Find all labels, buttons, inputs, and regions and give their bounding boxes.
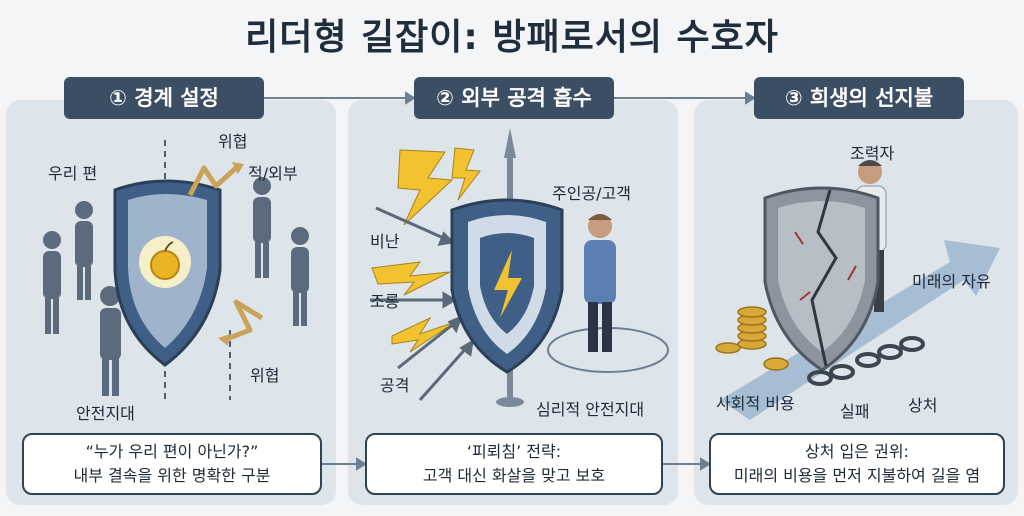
people-our-side — [43, 201, 121, 396]
label-mockery: 조롱 — [370, 292, 400, 311]
label-protagonist: 주인공/고객 — [552, 184, 631, 203]
label-future-freedom: 미래의 자유 — [912, 272, 991, 291]
label-social-cost: 사회적 비용 — [716, 394, 795, 413]
lightning-bolt-icon — [494, 250, 522, 318]
people-outside — [253, 177, 309, 326]
step-header-boundary: ① 경계 설정 — [64, 77, 264, 119]
page-title: 리더형 길잡이: 방패로서의 수호자 — [245, 17, 779, 58]
person-icon — [100, 286, 121, 396]
label-threat-bottom: 위협 — [250, 366, 280, 385]
shield-boundary — [113, 179, 222, 367]
label-criticism: 비난 — [370, 232, 400, 251]
label-safe-zone: 안전지대 — [76, 404, 135, 423]
person-icon — [43, 231, 61, 334]
caption-line: 내부 결속을 위한 명확한 구분 — [73, 466, 271, 485]
label-wound: 상처 — [908, 396, 938, 415]
flow-connector-bottom — [322, 457, 711, 471]
caption-line: “누가 우리 편이 아닌가?” — [85, 442, 259, 461]
caption-boundary: “누가 우리 편이 아닌가?” 내부 결속을 위한 명확한 구분 — [22, 433, 322, 495]
label-enemy: 적/외부 — [248, 164, 298, 183]
label-psych-safe-zone: 심리적 안전지대 — [536, 400, 645, 419]
caption-line: 미래의 비용을 먼저 지불하여 길을 염 — [733, 466, 981, 485]
broken-shield — [763, 186, 880, 372]
threat-arrows — [187, 165, 264, 343]
caption-line: 상처 입은 권위: — [805, 442, 909, 461]
coins-icon — [715, 306, 789, 371]
flow-connector-top — [264, 91, 756, 105]
person-icon — [75, 201, 93, 300]
label-helper: 조력자 — [850, 144, 895, 163]
step-header-absorb: ② 외부 공격 흡수 — [414, 77, 614, 119]
broken-chain-icon — [807, 336, 925, 386]
caption-sacrifice: 상처 입은 권위: 미래의 비용을 먼저 지불하여 길을 염 — [709, 433, 1005, 495]
shield-lightning — [450, 198, 564, 374]
step-header-sacrifice: ③ 희생의 선지불 — [754, 77, 964, 119]
protagonist-person-icon — [584, 214, 616, 352]
golden-apple-icon — [150, 241, 180, 280]
label-our-side: 우리 편 — [48, 164, 98, 183]
attack-arrows — [370, 206, 475, 401]
person-icon — [253, 177, 271, 278]
label-failure: 실패 — [840, 402, 870, 421]
caption-line: ‘피뢰침’ 전략: — [466, 442, 562, 461]
person-icon — [291, 227, 309, 326]
lightning-bolts — [371, 147, 481, 353]
caption-absorb: ‘피뢰침’ 전략: 고객 대신 화살을 맞고 보호 — [365, 433, 663, 495]
label-attack: 공격 — [380, 376, 410, 395]
label-threat-top: 위협 — [218, 132, 248, 151]
caption-line: 고객 대신 화살을 맞고 보호 — [422, 466, 606, 485]
